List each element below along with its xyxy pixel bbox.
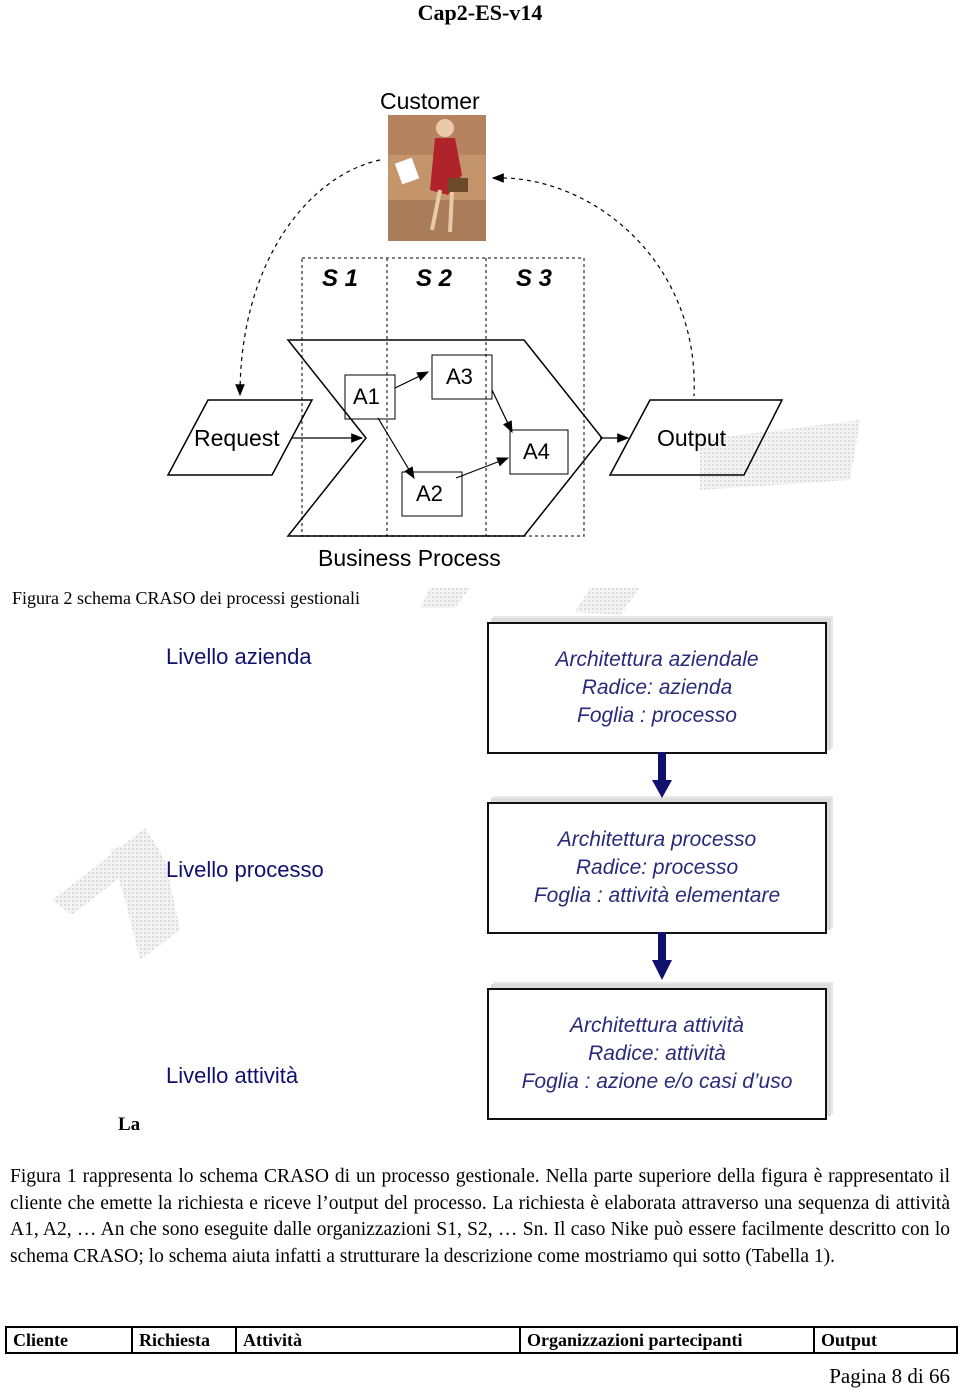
figure-caption: Figura 2 schema CRASO dei processi gesti… xyxy=(12,588,360,608)
arch-line: Architettura attività xyxy=(570,1014,744,1037)
output-shape xyxy=(608,399,784,476)
tabella-1: Cliente Richiesta Attività Organizzazion… xyxy=(5,1326,958,1354)
arch-line: Foglia : attività elementare xyxy=(533,884,781,907)
output-label: Output xyxy=(657,425,727,451)
activity-a1-label: A1 xyxy=(353,384,380,409)
arch-box-azienda: Architettura aziendale Radice: azienda F… xyxy=(487,622,827,754)
level-label-attivita: Livello attività xyxy=(166,1063,299,1088)
document-header: Cap2-ES-v14 xyxy=(417,0,543,25)
arch-line: Radice: azienda xyxy=(581,676,733,699)
lane-s2: S 2 xyxy=(416,265,453,292)
table-header-cell: Cliente xyxy=(5,1326,133,1354)
business-process-label: Business Process xyxy=(318,545,501,571)
arch-line: Architettura aziendale xyxy=(555,648,759,671)
arch-box-processo: Architettura processo Radice: processo F… xyxy=(487,802,827,934)
arch-line: Foglia : azione e/o casi d’uso xyxy=(521,1070,793,1093)
level-arrows xyxy=(652,752,672,980)
table-header-cell: Organizzazioni partecipanti xyxy=(519,1326,815,1354)
request-label: Request xyxy=(194,425,280,451)
lane-s1: S 1 xyxy=(322,265,359,292)
body-paragraph: Figura 1 rappresenta lo schema CRASO di … xyxy=(10,1166,950,1267)
arch-line: Foglia : processo xyxy=(577,704,737,727)
activity-a3 xyxy=(431,354,493,400)
craso-diagram xyxy=(166,115,784,537)
customer-label: Customer xyxy=(380,88,480,114)
activity-a2 xyxy=(401,471,463,517)
arch-line: Radice: processo xyxy=(575,856,739,879)
table-header-cell: Output xyxy=(813,1326,958,1354)
activity-a3-label: A3 xyxy=(446,364,473,389)
activity-a2-label: A2 xyxy=(416,481,443,506)
business-process-shape xyxy=(286,339,603,537)
table-header-cell: Richiesta xyxy=(131,1326,237,1354)
arch-line: Architettura processo xyxy=(557,828,757,851)
table-row: Cliente Richiesta Attività Organizzazion… xyxy=(5,1326,958,1354)
activity-a1 xyxy=(344,374,396,420)
table-header-cell: Attività xyxy=(235,1326,521,1354)
activity-a4-label: A4 xyxy=(523,439,550,464)
level-label-processo: Livello processo xyxy=(166,857,324,882)
request-shape xyxy=(166,399,314,476)
activity-a4 xyxy=(509,429,569,475)
arch-line: Radice: attività xyxy=(588,1042,726,1065)
level-label-azienda: Livello azienda xyxy=(166,644,312,669)
lane-s3: S 3 xyxy=(516,265,553,292)
customer-image xyxy=(388,115,486,241)
arch-box-attivita: Architettura attività Radice: attività F… xyxy=(487,988,827,1120)
page-number: Pagina 8 di 66 xyxy=(829,1364,950,1388)
la-fragment: La xyxy=(118,1114,141,1135)
